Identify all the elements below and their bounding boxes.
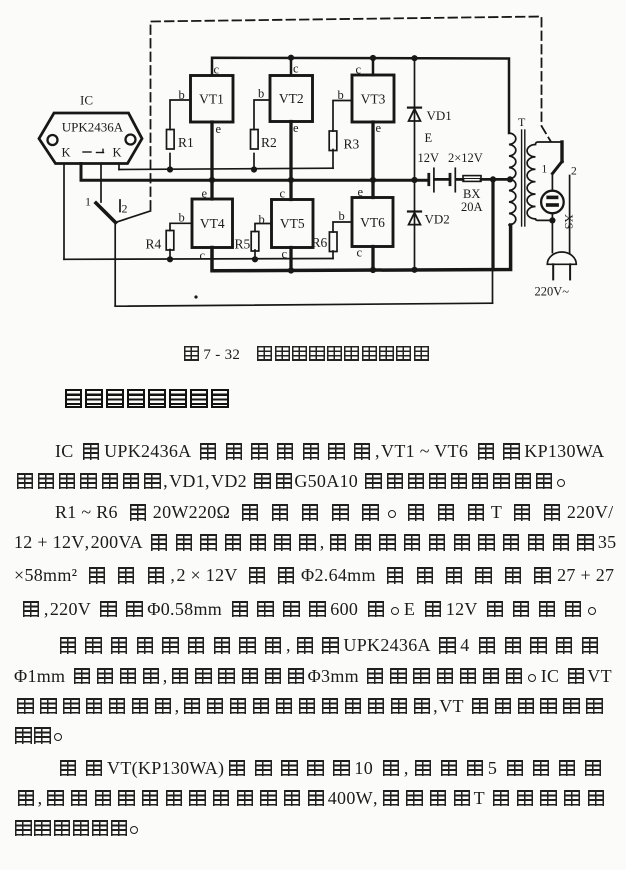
svg-text:c: c bbox=[200, 249, 206, 263]
svg-text:R6: R6 bbox=[312, 235, 328, 250]
svg-text:UPK2436A: UPK2436A bbox=[62, 120, 124, 135]
svg-text:b: b bbox=[339, 209, 345, 223]
svg-text:VD1: VD1 bbox=[427, 108, 452, 123]
svg-text:2×12V: 2×12V bbox=[448, 151, 483, 165]
svg-text:e: e bbox=[293, 121, 299, 135]
svg-text:20A: 20A bbox=[461, 200, 483, 214]
svg-text:VT3: VT3 bbox=[361, 92, 386, 107]
svg-text:XS: XS bbox=[562, 214, 576, 229]
svg-text:e: e bbox=[358, 185, 364, 199]
svg-text:12V: 12V bbox=[418, 151, 440, 165]
svg-text:R4: R4 bbox=[146, 237, 162, 252]
svg-text:R2: R2 bbox=[261, 135, 277, 150]
svg-text:b: b bbox=[258, 87, 264, 101]
svg-text:T: T bbox=[518, 115, 526, 129]
svg-text:E: E bbox=[425, 131, 433, 145]
svg-text:c: c bbox=[280, 187, 286, 201]
svg-text:R5: R5 bbox=[235, 237, 251, 252]
svg-text:VT2: VT2 bbox=[279, 91, 304, 106]
svg-text:b: b bbox=[179, 211, 185, 225]
svg-text:BX: BX bbox=[463, 187, 480, 201]
svg-text:VT1: VT1 bbox=[199, 92, 224, 107]
svg-text:e: e bbox=[202, 187, 208, 201]
svg-text:e: e bbox=[216, 122, 222, 136]
svg-text:2: 2 bbox=[122, 202, 128, 216]
svg-text:K: K bbox=[113, 146, 122, 160]
svg-text:R3: R3 bbox=[344, 137, 360, 152]
svg-text:b: b bbox=[179, 88, 185, 102]
svg-text:IC: IC bbox=[80, 93, 93, 108]
svg-text:b: b bbox=[259, 213, 265, 227]
svg-text:c: c bbox=[293, 62, 299, 76]
svg-text:b: b bbox=[338, 88, 344, 102]
svg-text:VT4: VT4 bbox=[200, 216, 225, 231]
svg-text:220V~: 220V~ bbox=[535, 285, 570, 299]
svg-text:R1: R1 bbox=[178, 135, 194, 150]
svg-text:2: 2 bbox=[571, 166, 577, 178]
svg-text:VD2: VD2 bbox=[425, 212, 450, 227]
svg-text:VT5: VT5 bbox=[280, 216, 305, 231]
svg-text:VT6: VT6 bbox=[360, 215, 385, 230]
svg-text:e: e bbox=[376, 121, 382, 135]
svg-text:1: 1 bbox=[85, 195, 91, 209]
svg-text:c: c bbox=[282, 247, 288, 261]
svg-text:1: 1 bbox=[542, 164, 548, 176]
svg-text:c: c bbox=[356, 63, 362, 77]
svg-text:K: K bbox=[62, 146, 71, 160]
svg-text:c: c bbox=[214, 63, 220, 77]
svg-text:c: c bbox=[357, 246, 363, 260]
